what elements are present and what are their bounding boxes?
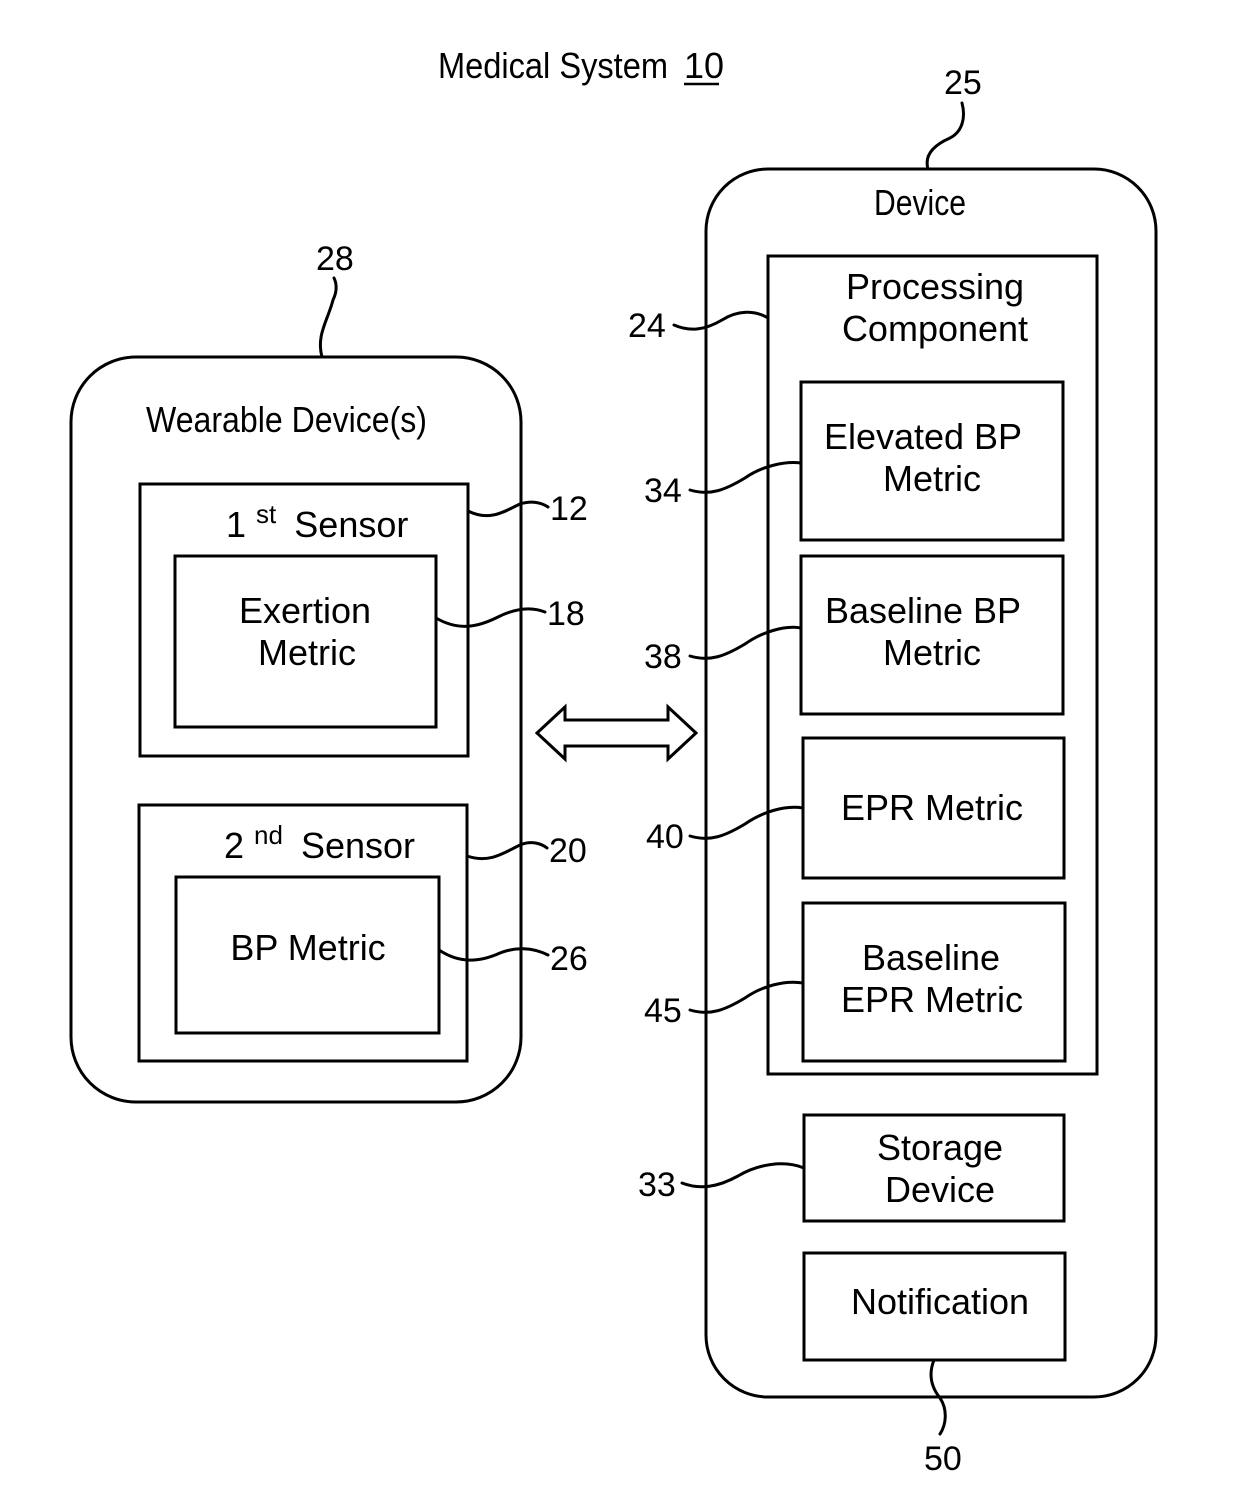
processing-component-line2: Component [842, 308, 1028, 349]
exertion-metric-leader [436, 609, 545, 626]
baseline-epr-metric-line1: Baseline [862, 937, 1000, 978]
notification-ref: 50 [924, 1440, 962, 1478]
baseline-bp-metric-ref: 38 [644, 638, 682, 676]
device-container [706, 169, 1156, 1397]
second-sensor-label: 2 nd Sensor [224, 811, 415, 866]
storage-device-ref: 33 [638, 1166, 676, 1204]
first-sensor-ref: 12 [550, 490, 588, 528]
wearable-device-leader [320, 278, 336, 357]
exertion-metric-line1: Exertion [239, 590, 371, 631]
epr-metric-ref: 40 [646, 818, 684, 856]
device-title: Device [874, 182, 966, 223]
second-sensor-leader [467, 843, 547, 859]
elevated-bp-metric-line1: Elevated BP [824, 416, 1022, 457]
bidirectional-link-arrow [537, 707, 696, 759]
wearable-device-title: Wearable Device(s) [146, 399, 427, 440]
second-sensor-ordinal-sup: nd [254, 820, 283, 850]
first-sensor-label: 1 st Sensor [226, 490, 408, 545]
baseline-bp-metric-line2: Metric [883, 632, 981, 673]
figure-title: Medical System [438, 45, 668, 86]
processing-component-line1: Processing [846, 266, 1024, 307]
processing-component-leader [674, 312, 768, 329]
exertion-metric-line2: Metric [258, 632, 356, 673]
device-leader [927, 103, 963, 169]
second-sensor-word: Sensor [301, 825, 415, 866]
wearable-device-ref: 28 [316, 240, 354, 278]
baseline-epr-metric-ref: 45 [644, 992, 682, 1030]
exertion-metric-ref: 18 [547, 595, 585, 633]
bp-metric-ref: 26 [550, 940, 588, 978]
second-sensor-ref: 20 [549, 832, 587, 870]
device-ref: 25 [944, 64, 982, 102]
figure-title-ref: 10 [684, 45, 724, 86]
first-sensor-ordinal: 1 [226, 504, 246, 545]
bp-metric-label: BP Metric [230, 927, 385, 968]
baseline-epr-metric-line2: EPR Metric [841, 979, 1023, 1020]
bp-metric-leader [439, 949, 548, 960]
storage-device-line2: Device [885, 1169, 995, 1210]
first-sensor-word: Sensor [294, 504, 408, 545]
notification-label: Notification [851, 1281, 1029, 1322]
second-sensor-ordinal: 2 [224, 825, 244, 866]
storage-device-leader [682, 1164, 804, 1187]
baseline-bp-metric-line1: Baseline BP [825, 590, 1021, 631]
epr-metric-label: EPR Metric [841, 787, 1023, 828]
first-sensor-leader [468, 502, 548, 516]
elevated-bp-metric-ref: 34 [644, 472, 682, 510]
first-sensor-ordinal-sup: st [256, 499, 277, 529]
storage-device-line1: Storage [877, 1127, 1003, 1168]
processing-component-ref: 24 [628, 307, 666, 345]
elevated-bp-metric-line2: Metric [883, 458, 981, 499]
